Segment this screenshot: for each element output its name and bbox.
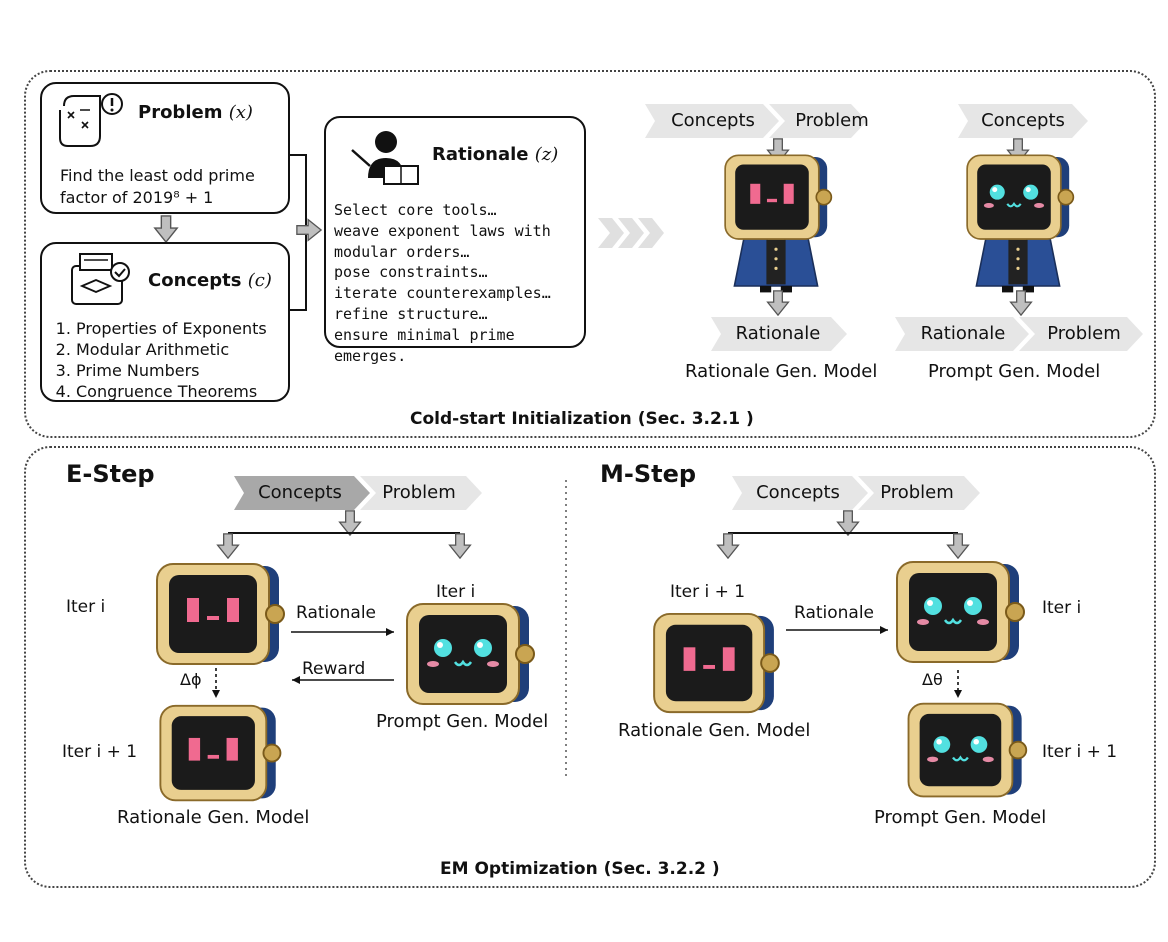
concepts-list: Properties of Exponents Modular Arithmet… <box>42 318 267 402</box>
e-chevron-problem: Problem <box>382 482 456 503</box>
chevron-rationale-prompt-output: Rationale <box>920 323 1006 344</box>
m-chevron-problem: Problem <box>880 482 954 503</box>
certificate-icon <box>71 253 130 305</box>
m-chevron-concepts: Concepts <box>756 482 840 503</box>
problem-box: Problem (x) Find the least odd prime fac… <box>40 82 290 214</box>
problem-title: Problem (x) <box>138 102 253 123</box>
chevron-concepts-prompt: Concepts <box>981 110 1065 131</box>
em-panel <box>24 446 1156 888</box>
m-iter-right-bottom: Iter i + 1 <box>1042 742 1118 762</box>
cold-start-caption: Cold-start Initialization (Sec. 3.2.1 ) <box>410 409 754 429</box>
m-iter-right-top: Iter i <box>1042 598 1082 618</box>
rationale-box: Rationale (z) Select core tools… weave e… <box>324 116 586 365</box>
m-rationale-model-label: Rationale Gen. Model <box>618 720 811 741</box>
chevron-concepts: Concepts <box>671 110 755 131</box>
rationale-title: Rationale (z) <box>432 144 559 165</box>
e-delta-label: Δϕ <box>180 670 202 689</box>
chevron-problem: Problem <box>795 110 869 131</box>
e-step-title: E-Step <box>66 460 155 488</box>
rationale-model-label: Rationale Gen. Model <box>685 361 878 382</box>
e-rationale-model-label: Rationale Gen. Model <box>117 807 310 828</box>
rationale-text: Select core tools… weave exponent laws w… <box>334 201 551 365</box>
m-rationale-arrow-label: Rationale <box>794 603 875 623</box>
e-rationale-arrow-label: Rationale <box>296 603 377 623</box>
cold-start-panel <box>24 70 1156 438</box>
m-prompt-model-label: Prompt Gen. Model <box>874 807 1047 828</box>
cs-rationale-inputs <box>645 104 867 138</box>
problem-text-line1: Find the least odd prime <box>60 166 255 185</box>
concepts-box: Concepts (c) Properties of Exponents Mod… <box>40 242 290 402</box>
m-step-title: M-Step <box>600 460 697 488</box>
teacher-icon <box>351 131 419 185</box>
m-iter-left: Iter i + 1 <box>670 582 746 602</box>
em-caption: EM Optimization (Sec. 3.2.2 ) <box>440 859 720 879</box>
concept-item: Properties of Exponents <box>76 318 267 339</box>
e-chevron-concepts: Concepts <box>258 482 342 503</box>
e-reward-arrow-label: Reward <box>302 659 366 679</box>
concept-item: Congruence Theorems <box>76 381 267 402</box>
concepts-title: Concepts (c) <box>148 270 272 291</box>
concept-item: Modular Arithmetic <box>76 339 267 360</box>
chevron-problem-prompt-output: Problem <box>1047 323 1121 344</box>
m-delta-label: Δθ <box>922 670 943 689</box>
chevron-rationale-output: Rationale <box>735 323 821 344</box>
e-iter-right: Iter i <box>436 582 476 602</box>
e-iter-left-top: Iter i <box>66 597 106 617</box>
problem-text-line2: factor of 2019⁸ + 1 <box>60 188 214 207</box>
prompt-model-label: Prompt Gen. Model <box>928 361 1101 382</box>
e-iter-left-bottom: Iter i + 1 <box>62 742 138 762</box>
concept-item: Prime Numbers <box>76 360 267 381</box>
scroll-icon <box>59 93 123 147</box>
e-prompt-model-label: Prompt Gen. Model <box>376 711 549 732</box>
triple-chevron-icon <box>598 218 664 248</box>
